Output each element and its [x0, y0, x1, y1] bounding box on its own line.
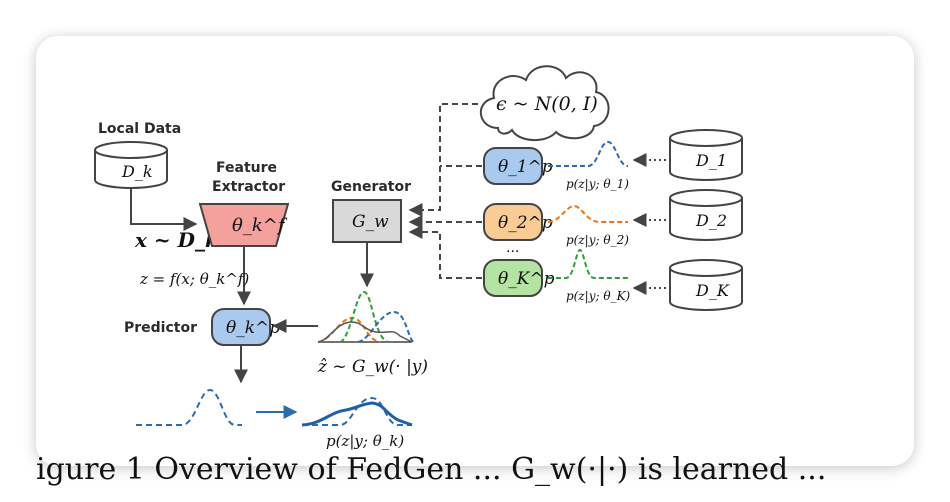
client2-predictor: θ_2^p	[483, 203, 553, 241]
D2-label: D_2	[695, 211, 727, 230]
clientK-link	[408, 225, 482, 279]
theta-f-label: θ_k^f	[232, 215, 288, 236]
prediction-curve	[136, 388, 242, 426]
client1-predictor: θ_1^p	[483, 147, 553, 185]
noise-cloud: ϵ ~ N(0, I)	[479, 65, 610, 141]
DK-label: D_K	[695, 281, 730, 300]
D1-cylinder: D_1	[669, 129, 743, 181]
p1-label: p(z|y; θ_1)	[566, 177, 629, 191]
p2-label: p(z|y; θ_2)	[566, 233, 629, 247]
D2-cylinder: D_2	[669, 189, 743, 241]
dk-label: D_k	[121, 162, 153, 181]
theta-pk-label: θ_k^p	[226, 318, 280, 338]
gw-label: G_w	[352, 212, 389, 232]
noise-to-generator-arrow	[408, 103, 478, 217]
target-curves	[301, 396, 413, 427]
zhat-label: ẑ ~ G_w(· |y)	[317, 357, 428, 377]
client1-curve	[548, 140, 629, 167]
feature-label-2: Extractor	[212, 179, 285, 195]
noise-label: ϵ ~ N(0, I)	[496, 93, 598, 115]
generator-block: G_w	[332, 199, 402, 243]
clientK-predictor: θ_K^p	[483, 259, 555, 297]
thetaK-label: θ_K^p	[498, 269, 555, 289]
DK-cylinder: D_K	[669, 259, 743, 311]
caption-clipped: igure 1 Overview of FedGen ... G_w(·|·) …	[36, 440, 914, 487]
data-to-extractor-arrow	[130, 188, 198, 231]
clientK-curve	[548, 248, 628, 279]
D1-label: D_1	[695, 151, 727, 170]
predictor-block: θ_k^p	[211, 308, 280, 346]
theta1-label: θ_1^p	[498, 157, 553, 177]
predictor-label: Predictor	[124, 320, 197, 336]
local-data-cylinder: D_k	[94, 141, 168, 189]
feature-extractor-block: θ_k^f	[198, 203, 290, 247]
caption-text: igure 1 Overview of FedGen ... G_w(·|·) …	[36, 452, 827, 487]
theta2-label: θ_2^p	[498, 213, 553, 233]
pK-label: p(z|y; θ_K)	[566, 289, 631, 303]
feature-label-1: Feature	[216, 160, 277, 176]
client2-curve	[547, 204, 628, 223]
figure-card	[36, 36, 914, 466]
pk-label: p(z|y; θ_k)	[326, 432, 404, 450]
local-data-label: Local Data	[98, 121, 181, 137]
generated-distributions	[317, 290, 415, 343]
client-ellipsis: ...	[506, 240, 519, 256]
z-eq-label: z = f(x; θ_k^f)	[139, 270, 249, 288]
generator-label: Generator	[331, 179, 411, 195]
x-sample-label: x ~ D_k	[134, 228, 219, 252]
